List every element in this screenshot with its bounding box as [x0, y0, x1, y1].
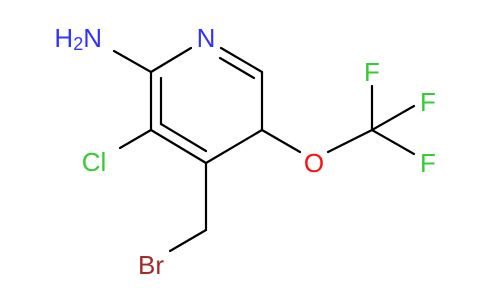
fluorine-top-label: F	[364, 57, 380, 87]
bond-c2-n1	[149, 46, 193, 74]
bond-c4-c3	[149, 128, 208, 165]
amine-n: N	[83, 23, 102, 53]
bond-c5-o	[260, 128, 302, 154]
bond-o-cf3	[326, 128, 374, 154]
amine-h: H	[54, 23, 73, 53]
bond-n1-c6	[219, 46, 264, 74]
bond-c5-c4	[204, 128, 264, 165]
bromine-label: Br	[138, 250, 164, 280]
fluorine-right-label: F	[420, 87, 436, 117]
bonds	[112, 46, 416, 253]
bond-n1-c6-inner	[218, 56, 256, 80]
oxygen-label: O	[304, 148, 324, 178]
chlorine-label: Cl	[82, 147, 107, 177]
bond-cf3-f-bottom	[370, 128, 416, 156]
amine-label: H2N	[54, 23, 102, 54]
amine-subscript: 2	[73, 34, 83, 54]
bond-c3-cl	[118, 128, 153, 150]
bond-ch2-br	[168, 228, 208, 253]
ring-nitrogen-label: N	[197, 23, 216, 53]
fluorine-bottom-label: F	[420, 148, 436, 178]
bond-c2-nh2	[112, 49, 153, 74]
bond-c4-c3-inner	[159, 122, 208, 153]
bond-cf3-f-right	[370, 104, 416, 132]
atom-labels: H2N N Cl Br O F F F	[54, 23, 436, 280]
